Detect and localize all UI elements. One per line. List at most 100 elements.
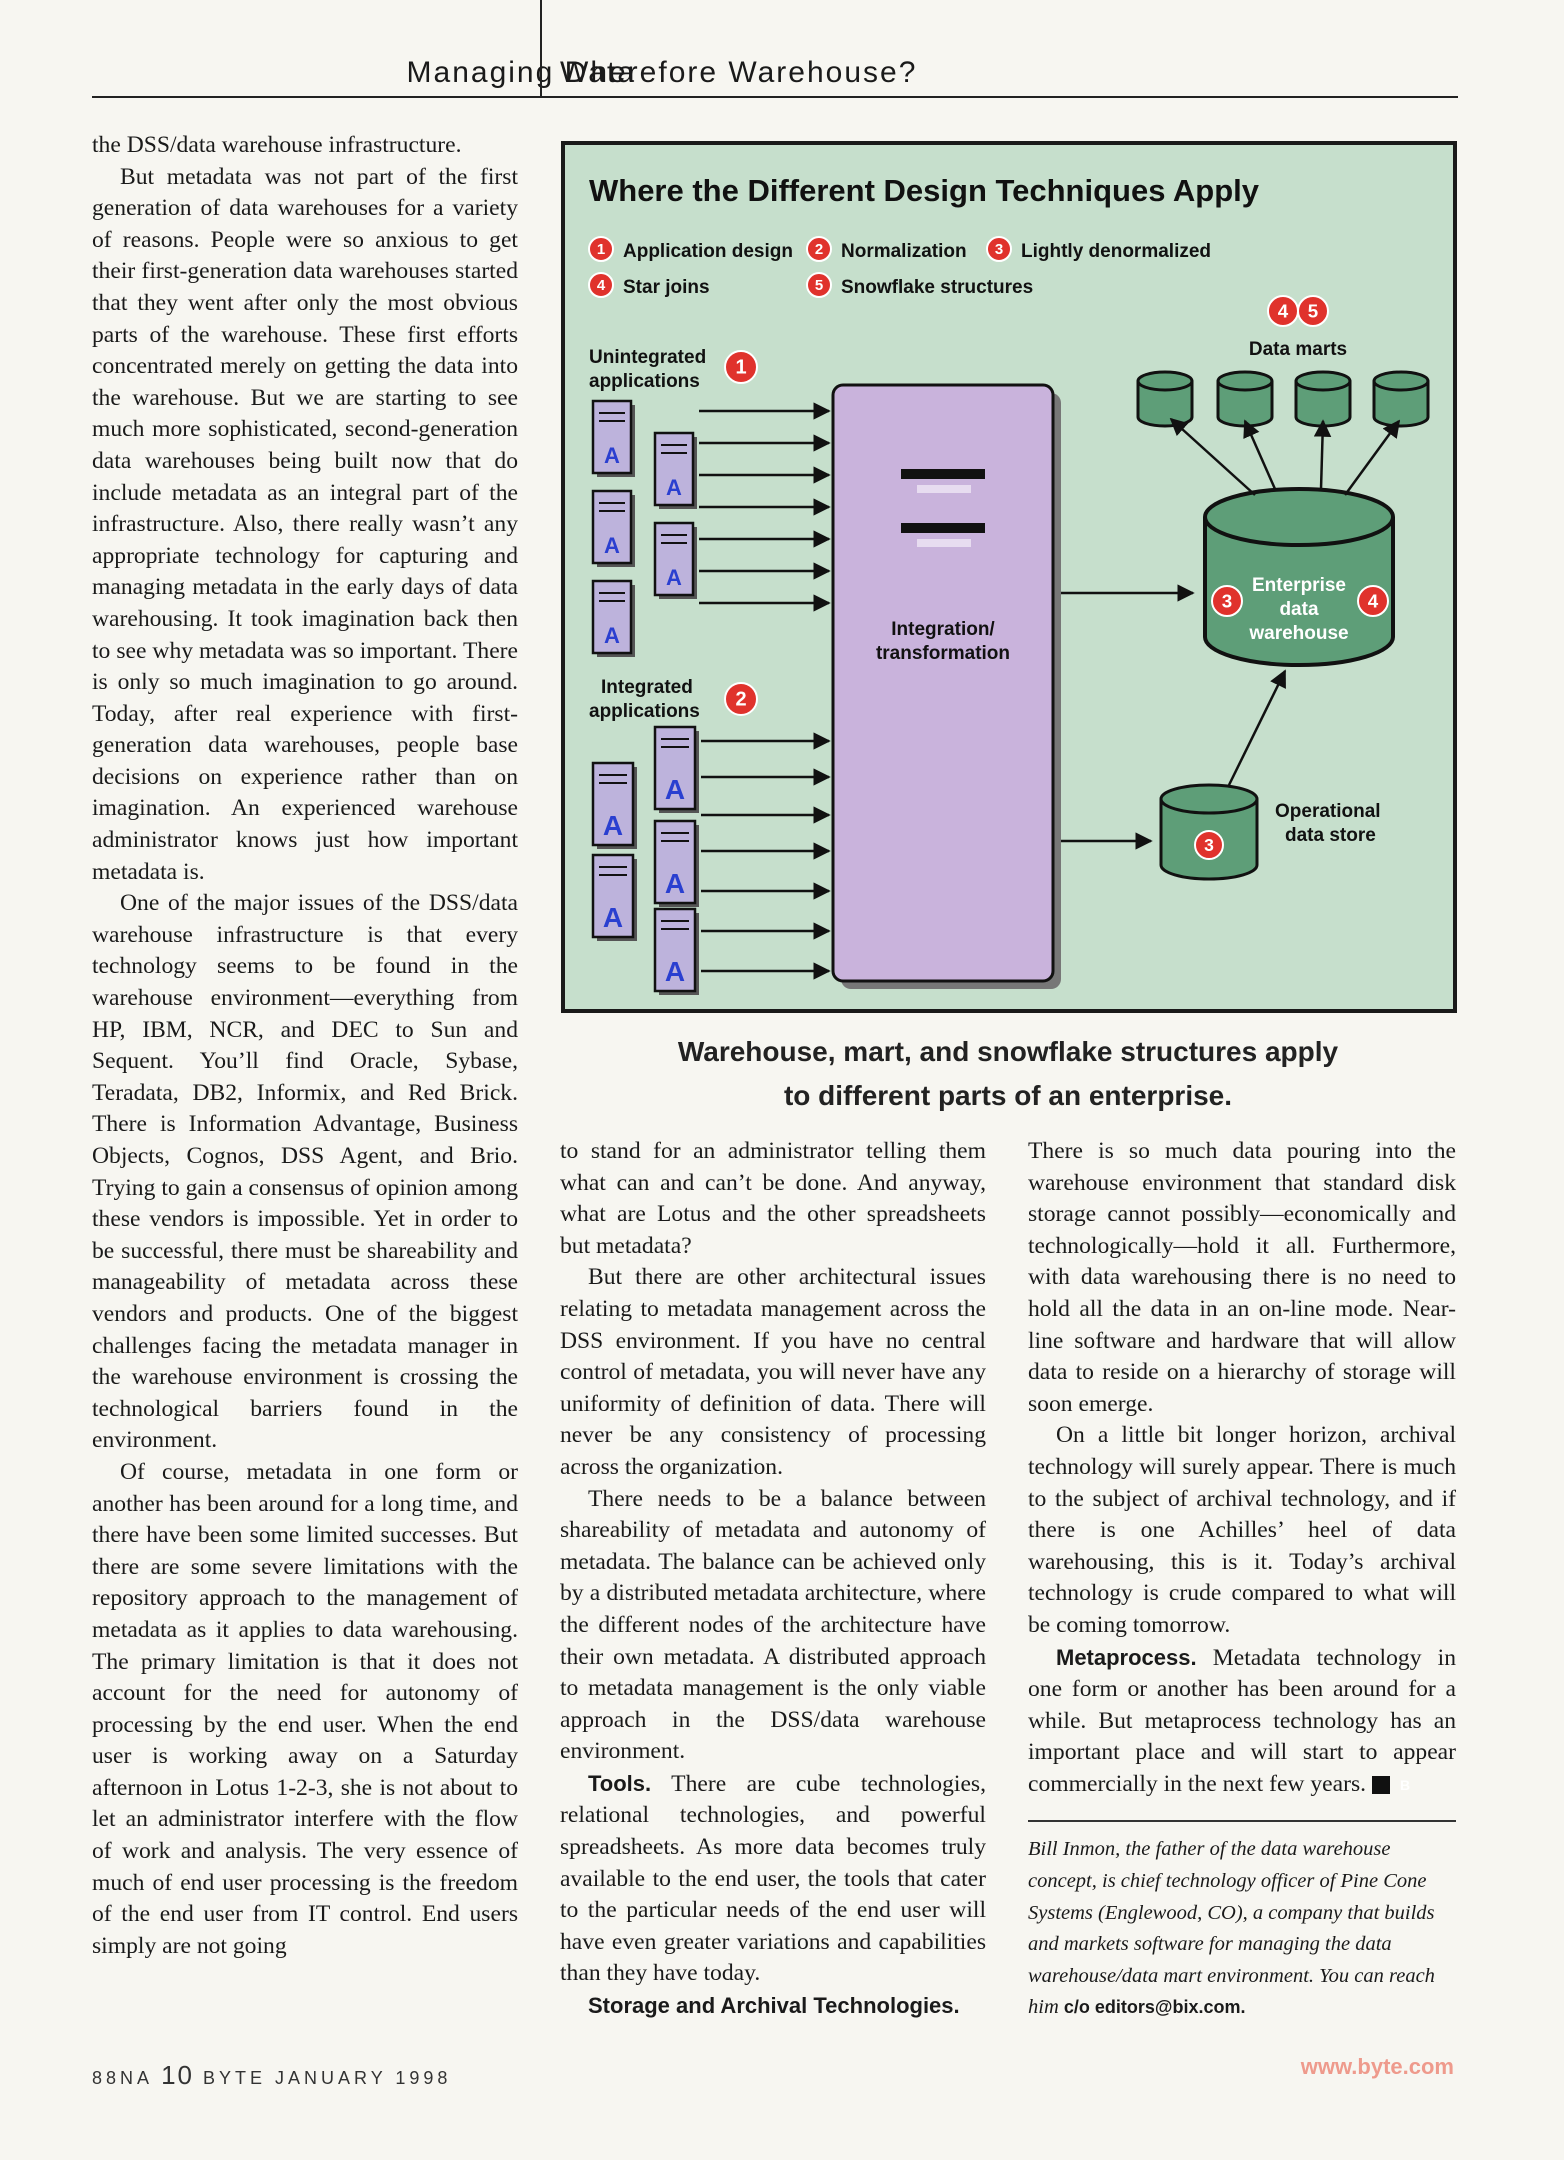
app-letter: A	[665, 868, 685, 899]
ods-top	[1159, 783, 1259, 815]
flow-arrow	[1227, 669, 1287, 786]
app-letter: A	[666, 565, 682, 590]
flow-arrow	[1169, 417, 1256, 496]
folio-issue: BYTE JANUARY 1998	[203, 2068, 452, 2088]
data-mart-icon	[1372, 381, 1430, 428]
paragraph: the DSS/data warehouse infrastructure.	[92, 130, 518, 162]
number-badge-icon	[1211, 585, 1243, 617]
app-letter: A	[604, 533, 620, 558]
architecture-diagram: Where the Different Design Techniques Ap…	[588, 173, 1430, 995]
page-number: 10	[161, 2060, 194, 2090]
server-slot	[917, 485, 971, 493]
paragraph-text: One of the major issues of the DSS/data …	[92, 890, 518, 1454]
paragraph: to stand for an administrator telling th…	[560, 1136, 986, 1262]
running-header: Managing Data Wherefore Warehouse?	[92, 0, 1458, 98]
badge-number: 2	[815, 241, 823, 258]
badge-number: 2	[735, 689, 746, 711]
data-mart-icon-top	[1136, 370, 1194, 392]
legend-label: Star joins	[623, 277, 710, 298]
paragraph: There needs to be a balance between shar…	[560, 1484, 986, 1768]
section-title: Managing Data	[406, 56, 636, 89]
caption-line-2: to different parts of an enterprise.	[783, 1080, 1233, 1111]
number-badge-icon	[588, 236, 614, 262]
number-badge-icon	[1357, 585, 1389, 617]
flow-arrow	[1343, 419, 1401, 496]
edw-label: warehouse	[1248, 623, 1348, 644]
application-icon	[653, 725, 697, 811]
badge-number: 3	[1222, 590, 1232, 611]
integrated-label: applications	[589, 701, 700, 722]
integration-server-icon	[831, 383, 1055, 983]
app-letter: A	[603, 902, 623, 933]
paragraph-text: But there are other architectural issues…	[560, 1264, 986, 1480]
integrated-label: Integrated	[601, 677, 693, 698]
application-icon	[591, 761, 635, 847]
bio-text: Bill Inmon, the father of the data wareh…	[1028, 1838, 1435, 2019]
number-badge-icon	[1194, 830, 1224, 860]
site-url: www.byte.com	[1300, 2054, 1454, 2079]
number-badge-icon	[806, 272, 832, 298]
badge-number: 5	[1308, 300, 1318, 321]
text-column-1: the DSS/data warehouse infrastructure. Bu…	[92, 130, 518, 1962]
paragraph-text: the DSS/data warehouse infrastructure.	[92, 132, 462, 158]
number-badge-icon	[588, 272, 614, 298]
number-badge-icon	[806, 236, 832, 262]
unintegrated-label: Unintegrated	[589, 347, 706, 368]
flow-arrow	[1313, 419, 1332, 490]
application-icon	[653, 819, 697, 905]
header-divider	[540, 0, 542, 96]
text-column-2: to stand for an administrator telling th…	[560, 1136, 986, 2023]
transform-label: Integration/	[891, 619, 995, 640]
legend-label: Snowflake structures	[841, 277, 1033, 298]
server-slot	[917, 539, 971, 547]
run-in-heading: Metaprocess.	[1056, 1644, 1197, 1670]
app-letter: A	[665, 774, 685, 805]
transform-label: transformation	[876, 643, 1010, 664]
column-3-body: There is so much data pouring into the w…	[1028, 1136, 1456, 1800]
run-in-heading: Storage and Archival Technologies.	[588, 1993, 960, 2019]
app-letter: A	[666, 475, 682, 500]
badge-number: 4	[1368, 590, 1379, 611]
data-mart-icon-top	[1294, 370, 1352, 392]
paragraph-text: But metadata was not part of the first g…	[92, 163, 518, 885]
number-badge-icon	[724, 682, 758, 716]
data-marts-label: Data marts	[1249, 339, 1347, 360]
paragraph: But there are other architectural issues…	[560, 1262, 986, 1483]
paragraph-text: There needs to be a balance between shar…	[560, 1485, 986, 1765]
paragraph: But metadata was not part of the first g…	[92, 162, 518, 889]
legend-label: Application design	[623, 241, 793, 262]
server-slot	[901, 469, 985, 479]
app-letter: A	[604, 443, 620, 468]
warehouse-top	[1203, 487, 1395, 547]
paragraph-text: Metadata technology in one form or anoth…	[1028, 1644, 1456, 1797]
application-icon	[591, 853, 635, 939]
number-badge-icon	[724, 350, 758, 384]
badge-number: 1	[597, 241, 605, 258]
number-badge-icon	[1297, 295, 1329, 327]
badge-number: 4	[597, 277, 606, 294]
app-letter: A	[604, 623, 620, 648]
unintegrated-label: applications	[589, 371, 700, 392]
bio-email: c/o editors@bix.com.	[1063, 1997, 1246, 2018]
page-folio: 88NA 10 BYTE JANUARY 1998	[92, 2060, 451, 2091]
app-letter: A	[603, 810, 623, 841]
application-icon	[653, 907, 697, 993]
data-mart-icon-top	[1216, 370, 1274, 392]
paragraph-text: There are cube technologies, relational …	[560, 1770, 986, 1987]
data-mart-icon-top	[1372, 370, 1430, 392]
flow-arrow	[1243, 419, 1277, 490]
paragraph: Tools. There are cube technologies, rela…	[560, 1768, 986, 1990]
end-mark-icon: B	[1372, 1776, 1410, 1795]
edw-label: Enterprise	[1252, 575, 1346, 596]
data-mart-icon	[1136, 381, 1194, 428]
figure-title: Where the Different Design Techniques Ap…	[589, 173, 1260, 208]
badge-number: 3	[1204, 835, 1214, 855]
legend-label: Normalization	[841, 241, 967, 262]
text-column-3: There is so much data pouring into the w…	[1028, 1136, 1456, 2024]
app-letter: A	[665, 956, 685, 987]
author-bio: Bill Inmon, the father of the data wareh…	[1028, 1820, 1456, 2024]
badge-number: 3	[995, 241, 1003, 258]
folio-prefix: 88NA	[92, 2068, 153, 2088]
badge-number: 5	[815, 277, 823, 294]
paragraph: One of the major issues of the DSS/data …	[92, 888, 518, 1457]
